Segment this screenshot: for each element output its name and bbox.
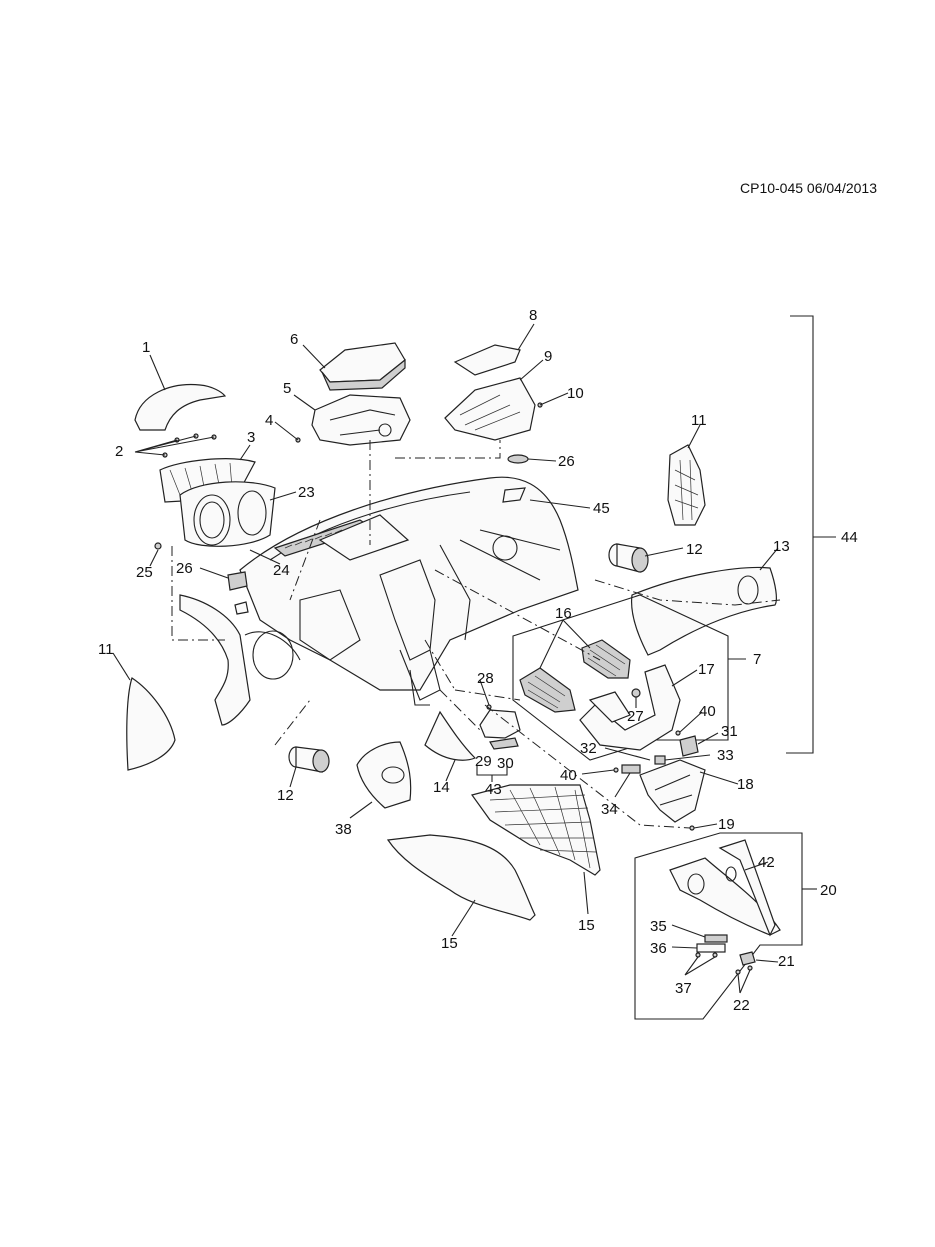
callout-9: 9	[544, 348, 552, 365]
callout-22: 22	[733, 997, 750, 1014]
callout-13: 13	[773, 538, 790, 555]
callout-12-left: 12	[277, 787, 294, 804]
part-31-switch	[679, 735, 699, 757]
part-9-bezel	[444, 377, 536, 441]
callout-6: 6	[290, 331, 298, 348]
callout-29: 29	[475, 753, 492, 770]
part-13-glove-box-door	[630, 566, 777, 656]
callout-37: 37	[675, 980, 692, 997]
part-29-pocket	[479, 709, 521, 739]
callout-7: 7	[753, 651, 761, 668]
part-18-bracket	[639, 759, 706, 823]
callout-40-upper: 40	[699, 703, 716, 720]
callout-33: 33	[717, 747, 734, 764]
callout-15-right: 15	[578, 917, 595, 934]
part-27-knob	[631, 688, 641, 698]
callout-11-right: 11	[691, 412, 707, 429]
diagram-code: CP10-045 06/04/2013	[740, 180, 877, 196]
part-23-instrument-cluster	[179, 481, 276, 547]
callout-45: 45	[593, 500, 610, 517]
part-11-right-end-panel	[667, 444, 706, 526]
callout-23: 23	[298, 484, 315, 501]
callout-1: 1	[142, 339, 150, 356]
part-26-vent-upper	[507, 454, 529, 464]
callout-4: 4	[265, 412, 273, 429]
part-5-display-housing	[311, 394, 411, 446]
callout-20: 20	[820, 882, 837, 899]
callout-8: 8	[529, 307, 537, 324]
part-1-cluster-hood	[134, 383, 227, 431]
instrument-panel	[239, 476, 579, 706]
callout-5: 5	[283, 380, 291, 397]
part-24-lower-bezel	[179, 594, 301, 726]
part-37-screws	[695, 952, 718, 958]
callout-24: 24	[273, 562, 290, 579]
callout-30: 30	[497, 755, 514, 772]
reference-lines	[171, 440, 781, 829]
callout-18: 18	[737, 776, 754, 793]
callout-19: 19	[718, 816, 735, 833]
part-12-left-vent	[288, 746, 330, 773]
group-20-box	[634, 832, 817, 1020]
part-12-right-vent	[608, 543, 649, 573]
part-33-clip	[654, 755, 666, 765]
callout-34: 34	[601, 801, 618, 818]
callout-25: 25	[136, 564, 153, 581]
part-25-screw	[154, 542, 162, 550]
part-6-display	[319, 342, 406, 391]
callout-3: 3	[247, 429, 255, 446]
callout-16: 16	[555, 605, 572, 622]
bracket-43	[476, 765, 508, 782]
callout-labels: 1 2 3 4 5 6 7 8 9 10 11 11 12 12 13 14 1…	[98, 307, 858, 1014]
bracket-44	[786, 315, 836, 754]
callout-32: 32	[580, 740, 597, 757]
callout-38: 38	[335, 821, 352, 838]
callout-11-left: 11	[98, 641, 114, 658]
part-21-switch	[739, 951, 756, 966]
callout-43: 43	[485, 781, 502, 798]
callout-17: 17	[698, 661, 715, 678]
callout-2: 2	[115, 443, 123, 460]
callout-26-upper: 26	[558, 453, 575, 470]
callout-31: 31	[721, 723, 738, 740]
callout-26-lower: 26	[176, 560, 193, 577]
part-8-lens	[453, 344, 521, 376]
part-11-left-end-panel	[126, 677, 176, 771]
callout-35: 35	[650, 918, 667, 935]
part-38-trim	[356, 741, 412, 809]
leader-lines	[112, 323, 779, 994]
part-35-36-switches	[696, 934, 728, 953]
callout-27: 27	[627, 708, 644, 725]
callout-12-right: 12	[686, 541, 703, 558]
callout-36: 36	[650, 940, 667, 957]
part-17-trim	[579, 664, 681, 751]
part-42-console-trim	[669, 839, 781, 937]
callout-42: 42	[758, 854, 775, 871]
part-15-right-lower-panel	[471, 784, 601, 876]
part-30-bracket	[489, 737, 519, 750]
part-19-screw	[689, 825, 695, 831]
callout-10: 10	[567, 385, 584, 402]
callout-28: 28	[477, 670, 494, 687]
callout-44: 44	[841, 529, 858, 546]
callout-21: 21	[778, 953, 795, 970]
part-26-vent-lower	[227, 571, 249, 615]
part-34-switch	[621, 764, 641, 774]
part-15-left-lower-panel	[386, 834, 536, 921]
callout-40-lower: 40	[560, 767, 577, 784]
part-14-knee-trim	[424, 710, 477, 761]
callout-15-left: 15	[441, 935, 458, 952]
callout-14: 14	[433, 779, 450, 796]
